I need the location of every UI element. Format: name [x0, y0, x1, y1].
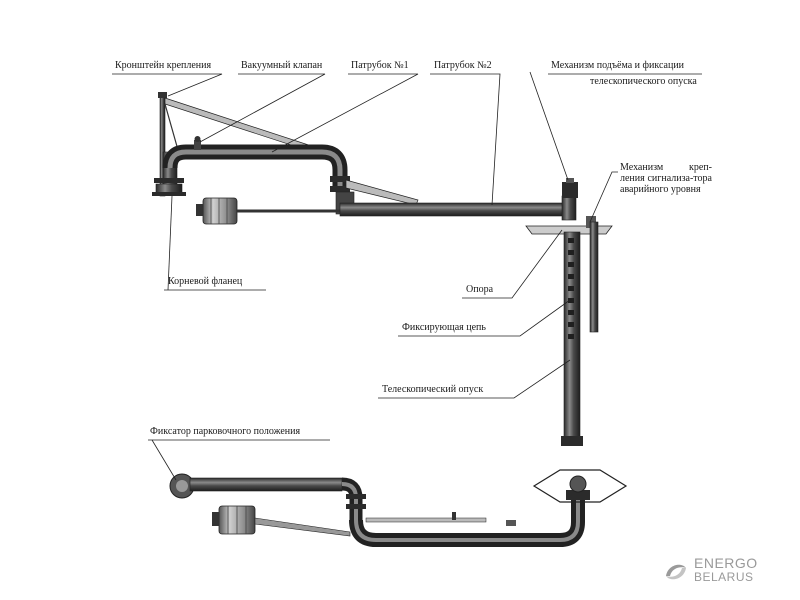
leader-lines	[112, 71, 702, 481]
vacuum-valve	[194, 140, 201, 150]
label-alarm-mount: Механизм креп-ления сигнализа-тора авари…	[620, 162, 712, 195]
label-vacuum-valve: Вакуумный клапан	[241, 60, 323, 71]
label-pipe-2: Патрубок №2	[434, 60, 492, 71]
label-telescopic-pipe: Телескопический опуск	[382, 384, 484, 395]
label-lift-mechanism-2: телескопического опуска	[590, 76, 697, 87]
top-assembly	[152, 92, 613, 446]
bottom-assembly	[169, 469, 628, 547]
label-parking-lock: Фиксатор парковочного положения	[150, 426, 301, 437]
label-support: Опора	[466, 284, 494, 295]
logo-line-2: BELARUS	[694, 570, 754, 584]
label-pipe-1: Патрубок №1	[351, 60, 409, 71]
label-root-flange: Корневой фланец	[168, 276, 243, 287]
fixing-chain	[568, 238, 574, 339]
label-lift-mechanism-1: Механизм подъёма и фиксации	[551, 60, 685, 71]
counterweight-top	[202, 197, 238, 225]
swirl-logo-icon	[666, 564, 686, 580]
label-bracket: Кронштейн крепления	[115, 60, 212, 71]
label-fixing-chain: Фиксирующая цепь	[402, 322, 486, 333]
pipe-2	[339, 202, 567, 217]
lift-mechanism	[562, 182, 578, 198]
logo-line-1: ENERGO	[694, 555, 758, 571]
energo-belarus-logo: ENERGO BELARUS	[662, 556, 782, 590]
root-flange	[154, 178, 184, 183]
